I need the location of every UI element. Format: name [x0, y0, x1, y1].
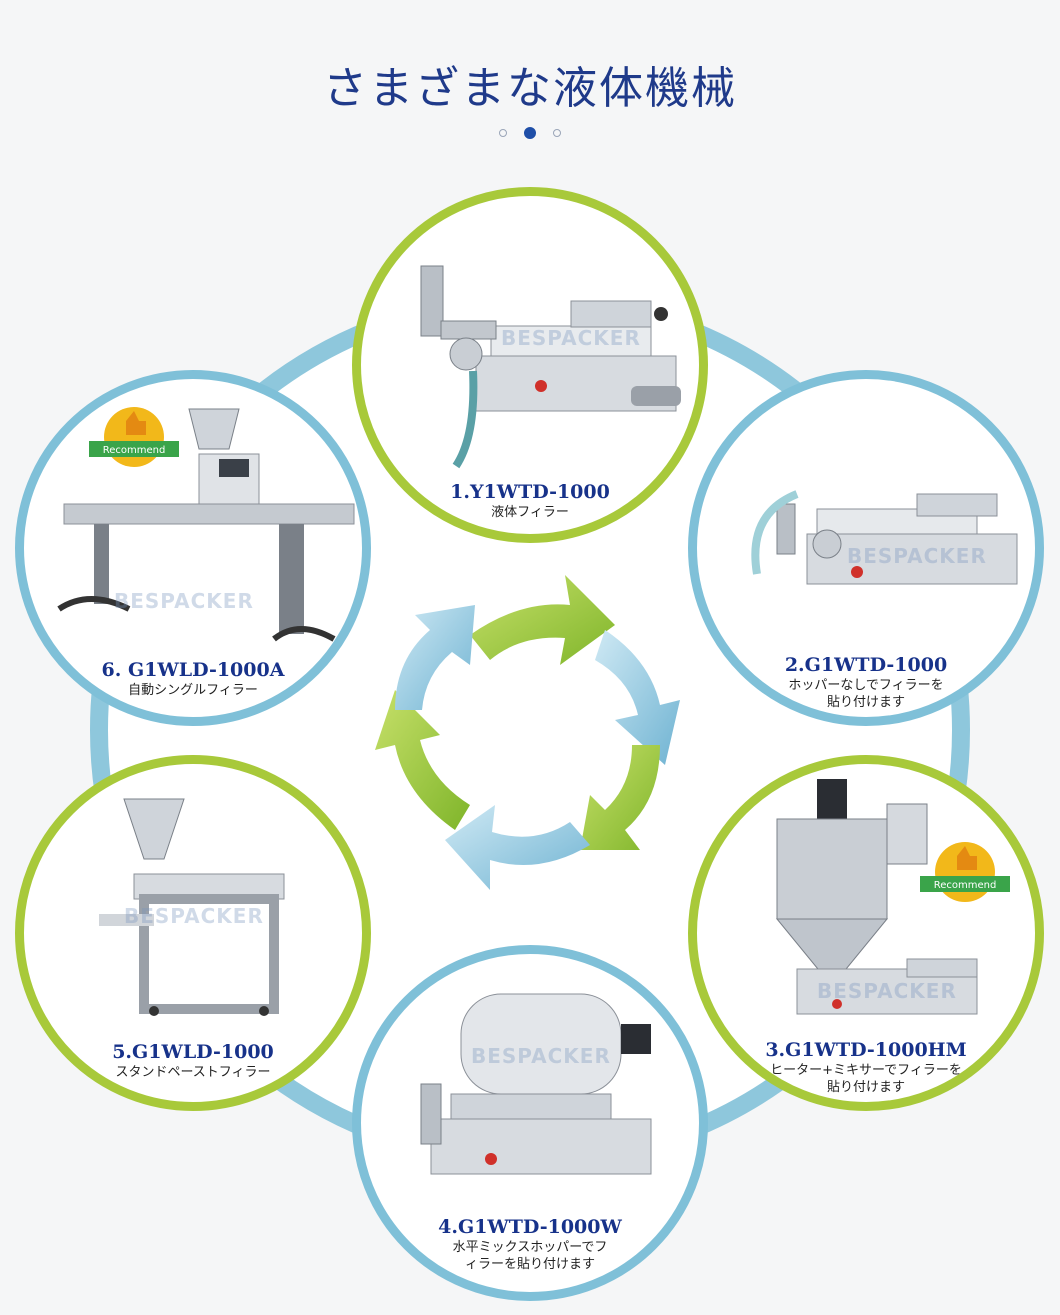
- carousel-dot-1[interactable]: [498, 128, 507, 137]
- carousel-dot-2-active[interactable]: [524, 126, 536, 139]
- machine-model-2: 2.G1WTD-1000: [784, 654, 948, 676]
- recommend-badge-icon: Recommend: [89, 407, 179, 467]
- watermark-text: BESPACKER: [471, 1044, 611, 1068]
- watermark-text: BESPACKER: [501, 326, 641, 350]
- machine-desc-2-line1: ホッパーなしでフィラーを: [788, 678, 944, 693]
- automatic-single-filler-image: [57, 408, 355, 642]
- machine-caption-5: 5.G1WLD-1000 スタンドペーストフィラー: [24, 1041, 362, 1080]
- carousel-indicator: [0, 122, 1060, 141]
- machine-caption-3: 3.G1WTD-1000HM ヒーター+ミキサーでフィラーを 貼り付けます: [697, 1039, 1035, 1095]
- stand-paste-filler-image: [99, 798, 285, 1016]
- machine-card-1[interactable]: BESPACKER 1.Y1WTD-1000 液体フィラー: [352, 187, 708, 543]
- machine-card-5[interactable]: BESPACKER 5.G1WLD-1000 スタンドペーストフィラー: [15, 755, 371, 1111]
- horizontal-mix-hopper-filler-image: [420, 993, 652, 1175]
- machine-desc-5: スタンドペーストフィラー: [115, 1065, 271, 1080]
- machine-model-3: 3.G1WTD-1000HM: [765, 1039, 967, 1061]
- machine-caption-4: 4.G1WTD-1000W 水平ミックスホッパーでフ ィラーを貼り付けます: [361, 1216, 699, 1272]
- machine-desc-3-line1: ヒーター+ミキサーでフィラーを: [770, 1063, 962, 1078]
- watermark-text: BESPACKER: [124, 904, 264, 928]
- machine-card-3[interactable]: Recommend BESPACKER 3.G1WTD-1000HM ヒーター+…: [688, 755, 1044, 1111]
- machine-caption-1: 1.Y1WTD-1000 液体フィラー: [361, 481, 699, 520]
- machine-caption-2: 2.G1WTD-1000 ホッパーなしでフィラーを 貼り付けます: [697, 654, 1035, 710]
- recommend-badge-icon: Recommend: [920, 842, 1010, 902]
- machine-desc-1: 液体フィラー: [491, 505, 569, 520]
- machine-model-6: 6. G1WLD-1000A: [101, 659, 285, 681]
- machine-card-6[interactable]: Recommend BESPACKER 6. G1WLD-1000A 自動シング…: [15, 370, 371, 726]
- machine-model-1: 1.Y1WTD-1000: [450, 481, 610, 503]
- machine-desc-3-line2: 貼り付けます: [826, 1080, 905, 1095]
- cycle-arrows-icon: [375, 575, 680, 890]
- paste-filler-image: [751, 490, 1018, 585]
- machine-model-4: 4.G1WTD-1000W: [438, 1216, 622, 1238]
- machine-desc-4-line1: 水平ミックスホッパーでフ: [452, 1240, 608, 1255]
- badge-label: Recommend: [934, 880, 997, 891]
- heater-mixer-filler-image: [775, 779, 978, 1015]
- machine-desc-4-line2: ィラーを貼り付けます: [464, 1257, 595, 1272]
- machine-card-4[interactable]: BESPACKER 4.G1WTD-1000W 水平ミックスホッパーでフ ィラー…: [352, 945, 708, 1301]
- machine-desc-2-line2: 貼り付けます: [826, 695, 905, 710]
- machine-desc-6: 自動シングルフィラー: [128, 683, 258, 698]
- watermark-text: BESPACKER: [817, 979, 957, 1003]
- watermark-text: BESPACKER: [114, 589, 254, 613]
- machine-model-5: 5.G1WLD-1000: [112, 1041, 274, 1063]
- carousel-dot-3[interactable]: [553, 128, 562, 137]
- badge-label: Recommend: [103, 445, 166, 456]
- piston-filler-image: [420, 265, 681, 469]
- page-title: さまざまな液体機械: [323, 63, 737, 114]
- watermark-text: BESPACKER: [847, 544, 987, 568]
- machine-card-2[interactable]: BESPACKER 2.G1WTD-1000 ホッパーなしでフィラーを 貼り付け…: [688, 370, 1044, 726]
- machine-caption-6: 6. G1WLD-1000A 自動シングルフィラー: [24, 659, 362, 698]
